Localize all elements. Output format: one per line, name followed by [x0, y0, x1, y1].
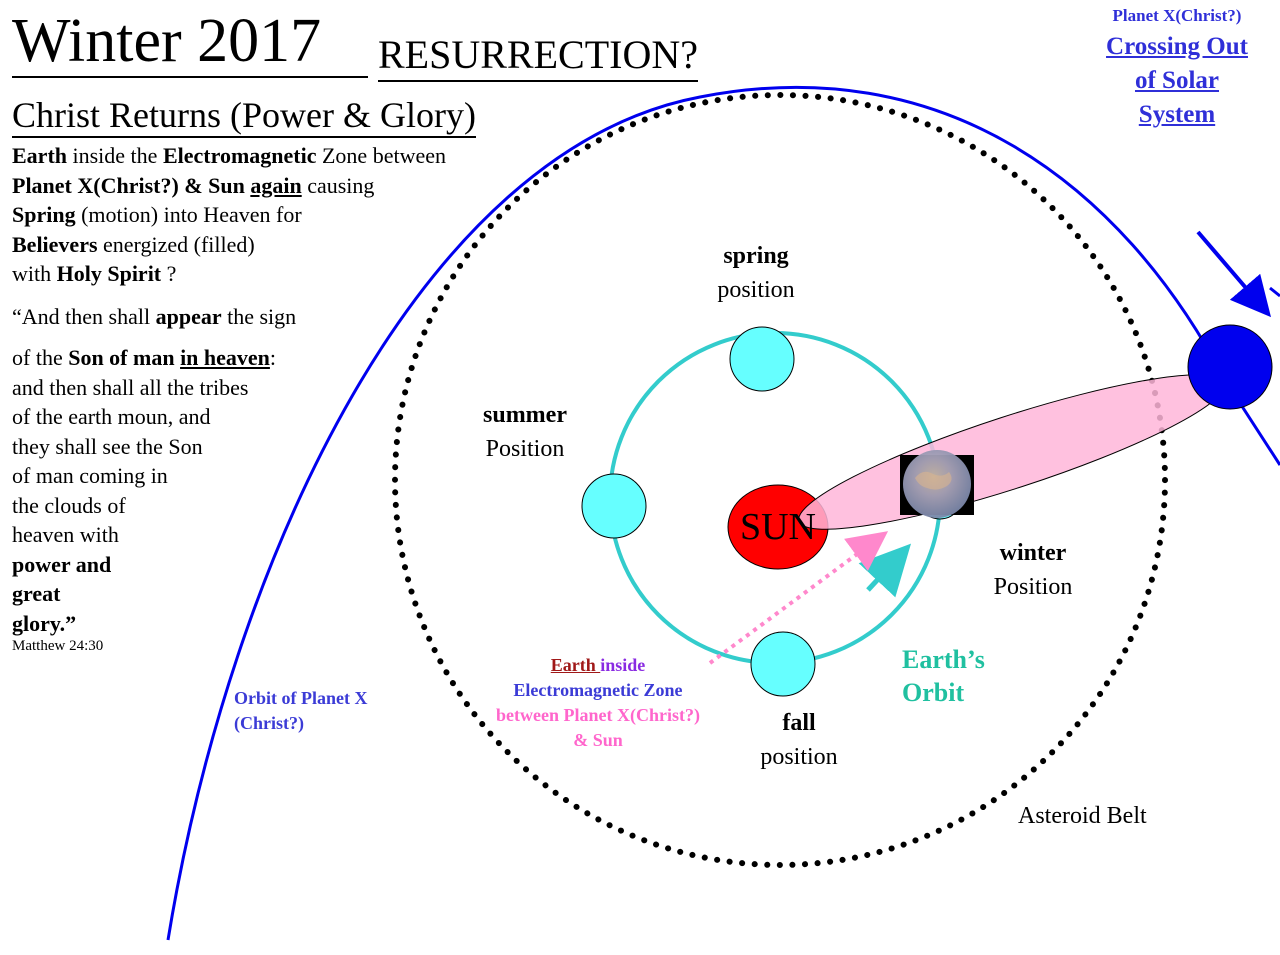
intro-line-3: Spring (motion) into Heaven for: [12, 200, 446, 230]
earth-position-summer: [581, 473, 647, 539]
winter-label: winter Position: [958, 536, 1108, 604]
earths-orbit-line-1: Earth’s: [902, 645, 985, 674]
planet-x-orbit-line-2: (Christ?): [234, 713, 304, 733]
scripture-quote-start: “And then shall appear the sign: [12, 302, 296, 332]
quote-line-11: glory.”: [12, 610, 77, 636]
em-caption-text: Earth: [550, 655, 601, 675]
quote-line-4: of the earth moun, and: [12, 404, 211, 429]
intro-text: inside the: [67, 143, 163, 168]
fall-label: fall position: [724, 706, 874, 774]
intro-line-2: Planet X(Christ?) & Sun again causing: [12, 171, 446, 201]
planet-x-orbit: [166, 85, 1280, 941]
scripture-reference: Matthew 24:30: [12, 638, 104, 654]
intro-text: ?: [161, 261, 177, 286]
quote-line-10: great: [12, 581, 61, 606]
asteroid-belt: [392, 92, 1168, 868]
sun-label: SUN: [739, 506, 817, 548]
intro-text: causing: [301, 172, 375, 198]
page-title: Winter 2017: [12, 6, 368, 78]
quote-line-8: heaven with: [12, 522, 119, 547]
quote-text: appear: [155, 304, 222, 329]
spring-subtitle: position: [717, 277, 795, 303]
intro-line-5: with Holy Spirit ?: [12, 259, 446, 289]
planet-x-icon: [1187, 324, 1273, 410]
spring-label: spring position: [680, 239, 832, 307]
winter-title: winter: [999, 540, 1067, 566]
quote-line-3: and then shall all the tribes: [12, 374, 249, 400]
planet-x-label: Planet X(Christ?): [1112, 6, 1242, 25]
quote-text: :: [269, 345, 277, 370]
intro-text: Holy Spirit: [56, 261, 162, 286]
quote-text: Son of man: [68, 345, 181, 370]
intro-text: with: [12, 261, 57, 286]
quote-text: “And then shall: [12, 304, 156, 329]
em-caption-line-3: between Planet X(Christ?): [496, 705, 700, 725]
quote-line-6: of man coming in: [12, 463, 168, 488]
intro-text: Believers: [12, 231, 98, 257]
earth-position-fall: [750, 631, 816, 697]
summer-subtitle: Position: [485, 436, 565, 462]
intro-text: Zone between: [316, 143, 446, 168]
intro-text: Earth: [12, 143, 67, 168]
crossing-line-1: Crossing Out: [1106, 33, 1248, 60]
summer-title: summer: [483, 402, 567, 428]
em-zone-pointer-arrow: [708, 531, 889, 665]
summer-label: summer Position: [450, 398, 600, 466]
quote-line-2: of the Son of man in heaven:: [12, 343, 276, 373]
earths-orbit-line-2: Orbit: [902, 678, 965, 707]
crossing-line-2: of Solar: [1134, 67, 1220, 94]
asteroid-belt-label: Asteroid Belt: [1018, 803, 1147, 829]
intro-text: energized (filled): [97, 231, 255, 257]
intro-text: Planet X(Christ?) & Sun: [12, 172, 251, 198]
earth-position-spring: [729, 326, 795, 392]
planet-x-orbit-label: Orbit of Planet X (Christ?): [234, 686, 367, 736]
quote-text: of the: [12, 345, 69, 370]
em-caption-line-2: Electromagnetic Zone: [513, 680, 683, 700]
intro-text: Spring: [12, 202, 76, 227]
fall-subtitle: position: [760, 744, 838, 770]
electromagnetic-zone: [798, 374, 1226, 530]
earths-orbit-label: Earth’s Orbit: [902, 643, 985, 709]
crossing-out-label: Crossing Out of Solar System: [1094, 30, 1260, 132]
intro-text: again: [250, 172, 302, 198]
scripture-quote: of the Son of man in heaven: and then sh…: [12, 343, 276, 638]
winter-subtitle: Position: [993, 574, 1073, 600]
earth-globe-land: [915, 471, 952, 490]
em-zone-caption: Earth inside Electromagnetic Zone betwee…: [466, 653, 730, 753]
intro-text: Electromagnetic: [162, 143, 317, 168]
spring-title: spring: [723, 243, 789, 269]
planet-x-direction-arrow-2: [1269, 286, 1280, 298]
planet-x-direction-arrow: [1196, 230, 1272, 318]
quote-line-9: power and: [12, 551, 112, 577]
earth-motion-arrow: [858, 543, 912, 598]
quote-text: in heaven: [180, 345, 270, 370]
page-subtitle: Christ Returns (Power & Glory): [12, 94, 476, 138]
quote-line-1: “And then shall appear the sign: [12, 302, 296, 332]
planet-x-orbit-line-1: Orbit of Planet X: [234, 688, 368, 708]
em-caption-line-1: Earth inside: [466, 653, 730, 678]
fall-title: fall: [782, 710, 816, 736]
quote-text: the sign: [221, 304, 297, 329]
intro-text: (motion) into Heaven for: [75, 202, 302, 227]
resurrection-heading: RESURRECTION?: [378, 30, 698, 82]
intro-paragraph: Earth inside the Electromagnetic Zone be…: [12, 141, 446, 289]
crossing-line-3: System: [1138, 101, 1216, 128]
intro-line-4: Believers energized (filled): [12, 230, 446, 260]
em-caption-line-4: & Sun: [573, 730, 623, 750]
quote-line-7: the clouds of: [12, 492, 126, 518]
em-caption-text: inside: [600, 655, 646, 675]
quote-line-5: they shall see the Son: [12, 433, 203, 459]
intro-line-1: Earth inside the Electromagnetic Zone be…: [12, 141, 446, 171]
